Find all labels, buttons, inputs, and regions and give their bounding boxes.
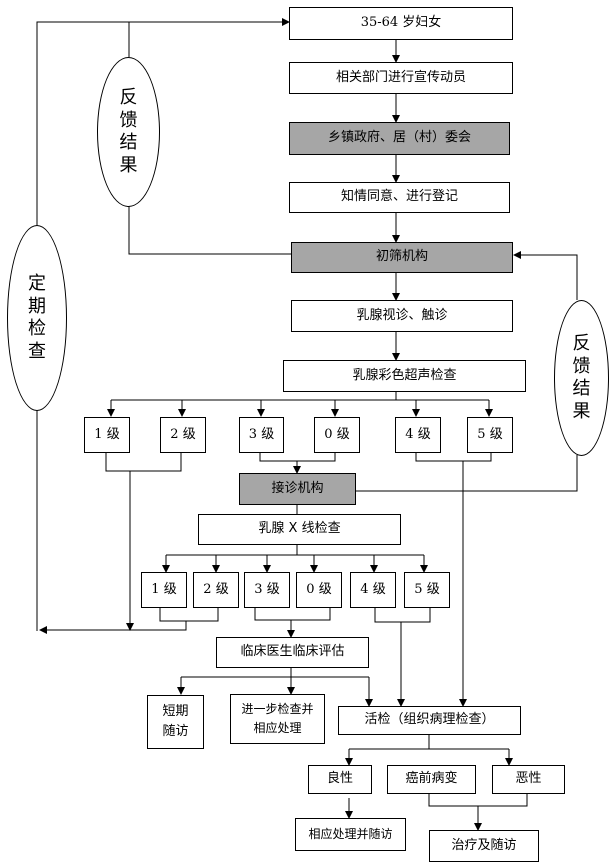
precancerous-box: 癌前病变 <box>387 765 476 794</box>
line-us-45-merge <box>415 453 492 462</box>
women-label: 35-64 岁妇女 <box>360 15 442 31</box>
us-grade-label: 2 级 <box>170 426 196 442</box>
ultrasound-box: 乳腺彩色超声检查 <box>283 360 526 392</box>
us-grade-4-box: 4 级 <box>395 417 441 453</box>
periodic-check-label: 定期检查 <box>28 273 46 362</box>
biopsy-label: 活检（组织病理检查） <box>364 712 495 728</box>
arrow-xr-12-periodic <box>39 621 187 634</box>
malignant-label: 恶性 <box>515 771 542 787</box>
us-grade-3-box: 3 级 <box>239 417 284 453</box>
xr-grade-4-box: 4 级 <box>350 572 396 608</box>
us-grade-1-box: 1 级 <box>84 417 130 453</box>
feedback-left-label: 反馈结果 <box>119 87 138 176</box>
xr-grade-5-box: 5 级 <box>404 572 450 608</box>
benign-followup-label: 相应处理并随访 <box>308 827 393 842</box>
clinical-eval-label: 临床医生临床评估 <box>240 644 345 660</box>
visual-palpation-box: 乳腺视诊、触诊 <box>291 300 513 332</box>
line-xr-45-merge <box>374 608 431 623</box>
periodic-check-oval: 定期检查 <box>7 225 67 411</box>
xr-grade-label: 5 级 <box>414 581 440 597</box>
referral-org-box: 接诊机构 <box>239 473 356 505</box>
xray-label: 乳腺 X 线检查 <box>258 521 341 537</box>
feedback-right-label: 反馈结果 <box>572 333 591 422</box>
us-grade-label: 0 级 <box>324 426 350 442</box>
publicity-label: 相关部门进行宣传动员 <box>335 69 466 85</box>
line-periodic-to-women <box>36 18 290 226</box>
referral-org-label: 接诊机构 <box>271 480 324 496</box>
biopsy-box: 活检（组织病理检查） <box>338 706 521 735</box>
xr-grade-2-box: 2 级 <box>193 572 239 608</box>
feedback-left-oval: 反馈结果 <box>97 57 160 207</box>
township-label: 乡镇政府、居（村）委会 <box>327 130 471 146</box>
screening-org-box: 初筛机构 <box>291 242 513 273</box>
xr-grade-0-box: 0 级 <box>296 572 342 608</box>
xr-grade-1-box: 1 级 <box>141 572 187 608</box>
consent-box: 知情同意、进行登记 <box>289 182 510 213</box>
benign-box: 良性 <box>308 765 372 794</box>
us-grade-label: 5 级 <box>477 426 503 442</box>
benign-followup-box: 相应处理并随访 <box>295 818 406 851</box>
xr-grade-label: 3 级 <box>254 581 280 597</box>
xr-grade-3-box: 3 级 <box>244 572 290 608</box>
xr-grade-label: 0 级 <box>306 581 332 597</box>
us-grade-label: 4 级 <box>405 426 431 442</box>
feedback-right-oval: 反馈结果 <box>554 300 609 456</box>
line-xr-12-merge <box>159 608 219 622</box>
precancerous-label: 癌前病变 <box>405 771 458 787</box>
ultrasound-label: 乳腺彩色超声检查 <box>352 367 457 383</box>
xr-grade-label: 2 级 <box>203 581 229 597</box>
line-pre-mal-merge <box>428 794 528 807</box>
further-exam-box: 进一步检查并 相应处理 <box>230 694 325 744</box>
line-screening-to-feedback-left <box>128 206 291 255</box>
clinical-eval-box: 临床医生临床评估 <box>216 637 369 668</box>
us-grade-2-box: 2 级 <box>160 417 206 453</box>
us-grade-label: 3 级 <box>248 426 275 442</box>
us-grade-label: 1 级 <box>94 426 120 442</box>
xr-grade-label: 1 级 <box>151 581 177 597</box>
treatment-followup-label: 治疗及随访 <box>451 837 517 853</box>
women-35-64-box: 35-64 岁妇女 <box>289 7 513 40</box>
line-xr-30-merge <box>254 608 331 621</box>
line-us-30-merge <box>259 453 336 462</box>
us-grade-0-box: 0 级 <box>314 417 360 453</box>
us-grade-5-box: 5 级 <box>467 417 513 453</box>
publicity-box: 相关部门进行宣传动员 <box>289 62 513 94</box>
treatment-followup-box: 治疗及随访 <box>429 830 539 862</box>
short-followup-box: 短期 随访 <box>147 695 204 749</box>
township-committee-box: 乡镇政府、居（村）委会 <box>289 122 510 155</box>
further-exam-label: 进一步检查并 相应处理 <box>241 702 314 735</box>
consent-label: 知情同意、进行登记 <box>340 189 458 205</box>
xray-box: 乳腺 X 线检查 <box>198 514 401 545</box>
line-feedback-right-to-screening <box>513 251 578 300</box>
malignant-box: 恶性 <box>492 765 565 794</box>
short-followup-label: 短期 随访 <box>162 703 189 739</box>
line-referral-to-feedback-right <box>356 455 578 492</box>
visual-palpation-label: 乳腺视诊、触诊 <box>356 307 448 323</box>
xr-grade-label: 4 级 <box>360 581 386 597</box>
screening-org-label: 初筛机构 <box>375 249 428 265</box>
benign-label: 良性 <box>326 771 353 787</box>
line-us-12-merge <box>105 453 182 472</box>
